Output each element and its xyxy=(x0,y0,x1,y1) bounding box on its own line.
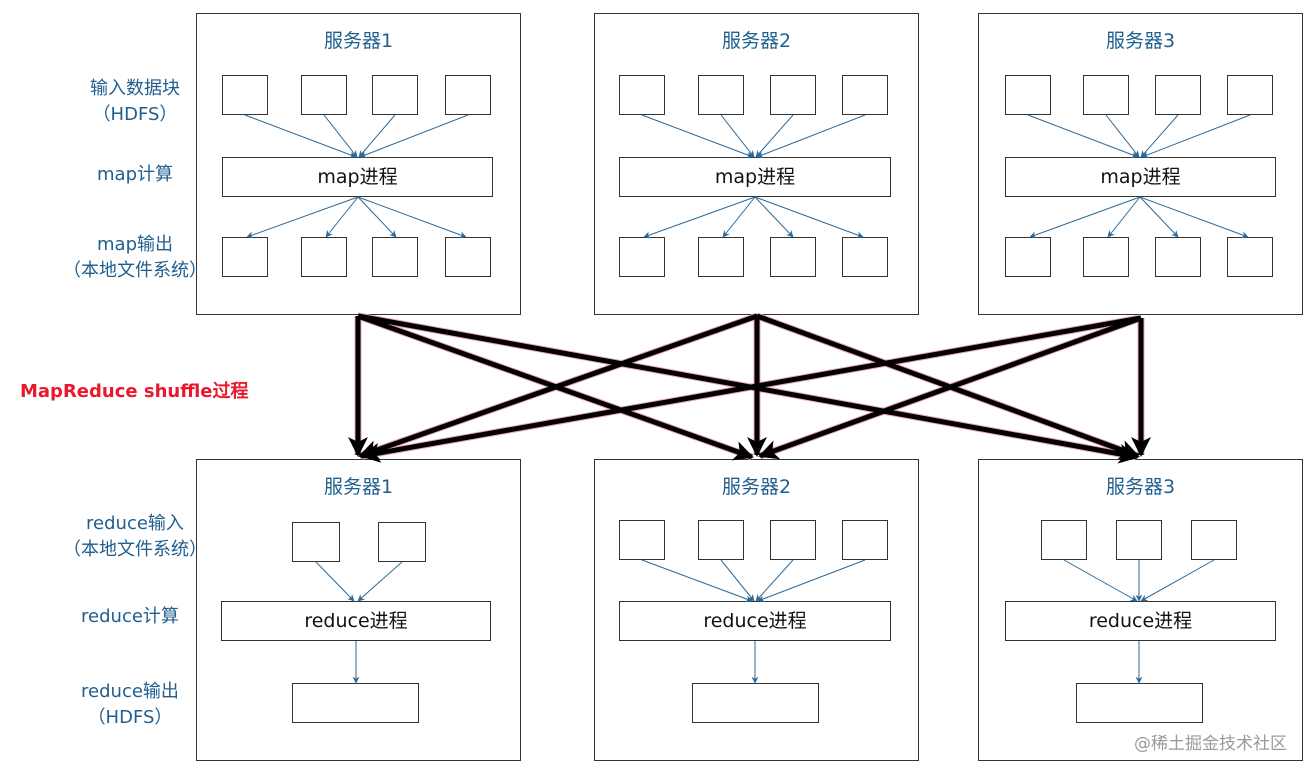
input-block xyxy=(1155,75,1201,115)
map-output-block xyxy=(1227,237,1273,277)
server-title: 服务器3 xyxy=(1105,476,1176,498)
input-block xyxy=(842,75,888,115)
input-block xyxy=(698,75,744,115)
input-block xyxy=(222,75,268,115)
reduce-input-block xyxy=(619,520,665,560)
server-title: 服务器2 xyxy=(721,476,792,498)
reduce-input-block xyxy=(770,520,816,560)
watermark: @稀土掘金技术社区 xyxy=(1134,734,1287,754)
map-process: map进程 xyxy=(222,157,493,197)
server-title: 服务器1 xyxy=(323,476,394,498)
server-title: 服务器1 xyxy=(323,30,394,52)
map-output-block xyxy=(842,237,888,277)
reduce-input-block xyxy=(1041,520,1087,560)
input-block xyxy=(1083,75,1129,115)
label-reduce-output: reduce输出 （HDFS） xyxy=(55,679,205,731)
label-map-output-text: map输出 xyxy=(97,234,173,255)
label-map-output: map输出 （本地文件系统） xyxy=(40,232,230,284)
reduce-arrows xyxy=(315,559,1215,684)
map-input-arrows xyxy=(244,114,1251,239)
map-output-block xyxy=(1083,237,1129,277)
label-reduce-output-text: reduce输出 xyxy=(81,681,179,702)
reduce-input-block xyxy=(292,522,340,562)
input-block xyxy=(619,75,665,115)
server-title: 服务器3 xyxy=(1105,30,1176,52)
map-output-block xyxy=(445,237,491,277)
reduce-output-block xyxy=(1076,683,1203,723)
map-process: map进程 xyxy=(1005,157,1276,197)
map-output-block xyxy=(698,237,744,277)
map-output-block xyxy=(770,237,816,277)
label-map-compute: map计算 xyxy=(97,164,173,185)
map-output-block xyxy=(619,237,665,277)
label-map-output-sub: （本地文件系统） xyxy=(63,260,207,281)
server-title: 服务器2 xyxy=(721,30,792,52)
reduce-output-block xyxy=(292,683,419,723)
input-block xyxy=(770,75,816,115)
input-block xyxy=(445,75,491,115)
input-block xyxy=(301,75,347,115)
reduce-process: reduce进程 xyxy=(1005,601,1276,641)
label-reduce-input-sub: （本地文件系统） xyxy=(63,539,207,560)
input-block xyxy=(1227,75,1273,115)
label-reduce-input-text: reduce输入 xyxy=(86,513,184,534)
label-reduce-input: reduce输入 （本地文件系统） xyxy=(40,511,230,563)
shuffle-label: MapReduce shuffle过程 xyxy=(20,381,249,402)
reduce-input-block xyxy=(1116,520,1162,560)
input-block xyxy=(372,75,418,115)
label-input-block: 输入数据块 （HDFS） xyxy=(70,76,200,128)
shuffle-arrows xyxy=(348,312,1151,464)
reduce-input-block xyxy=(1191,520,1237,560)
reduce-process: reduce进程 xyxy=(619,601,891,641)
map-output-block xyxy=(222,237,268,277)
label-input-block-sub: （HDFS） xyxy=(92,104,178,125)
input-block xyxy=(1005,75,1051,115)
map-output-block xyxy=(301,237,347,277)
label-reduce-compute: reduce计算 xyxy=(81,606,179,627)
reduce-input-block xyxy=(698,520,744,560)
label-reduce-output-sub: （HDFS） xyxy=(87,707,173,728)
map-output-block xyxy=(372,237,418,277)
reduce-process: reduce进程 xyxy=(221,601,491,641)
map-process: map进程 xyxy=(619,157,891,197)
map-output-block xyxy=(1005,237,1051,277)
label-input-block-text: 输入数据块 xyxy=(90,78,180,99)
reduce-input-block xyxy=(378,522,426,562)
reduce-input-block xyxy=(842,520,888,560)
